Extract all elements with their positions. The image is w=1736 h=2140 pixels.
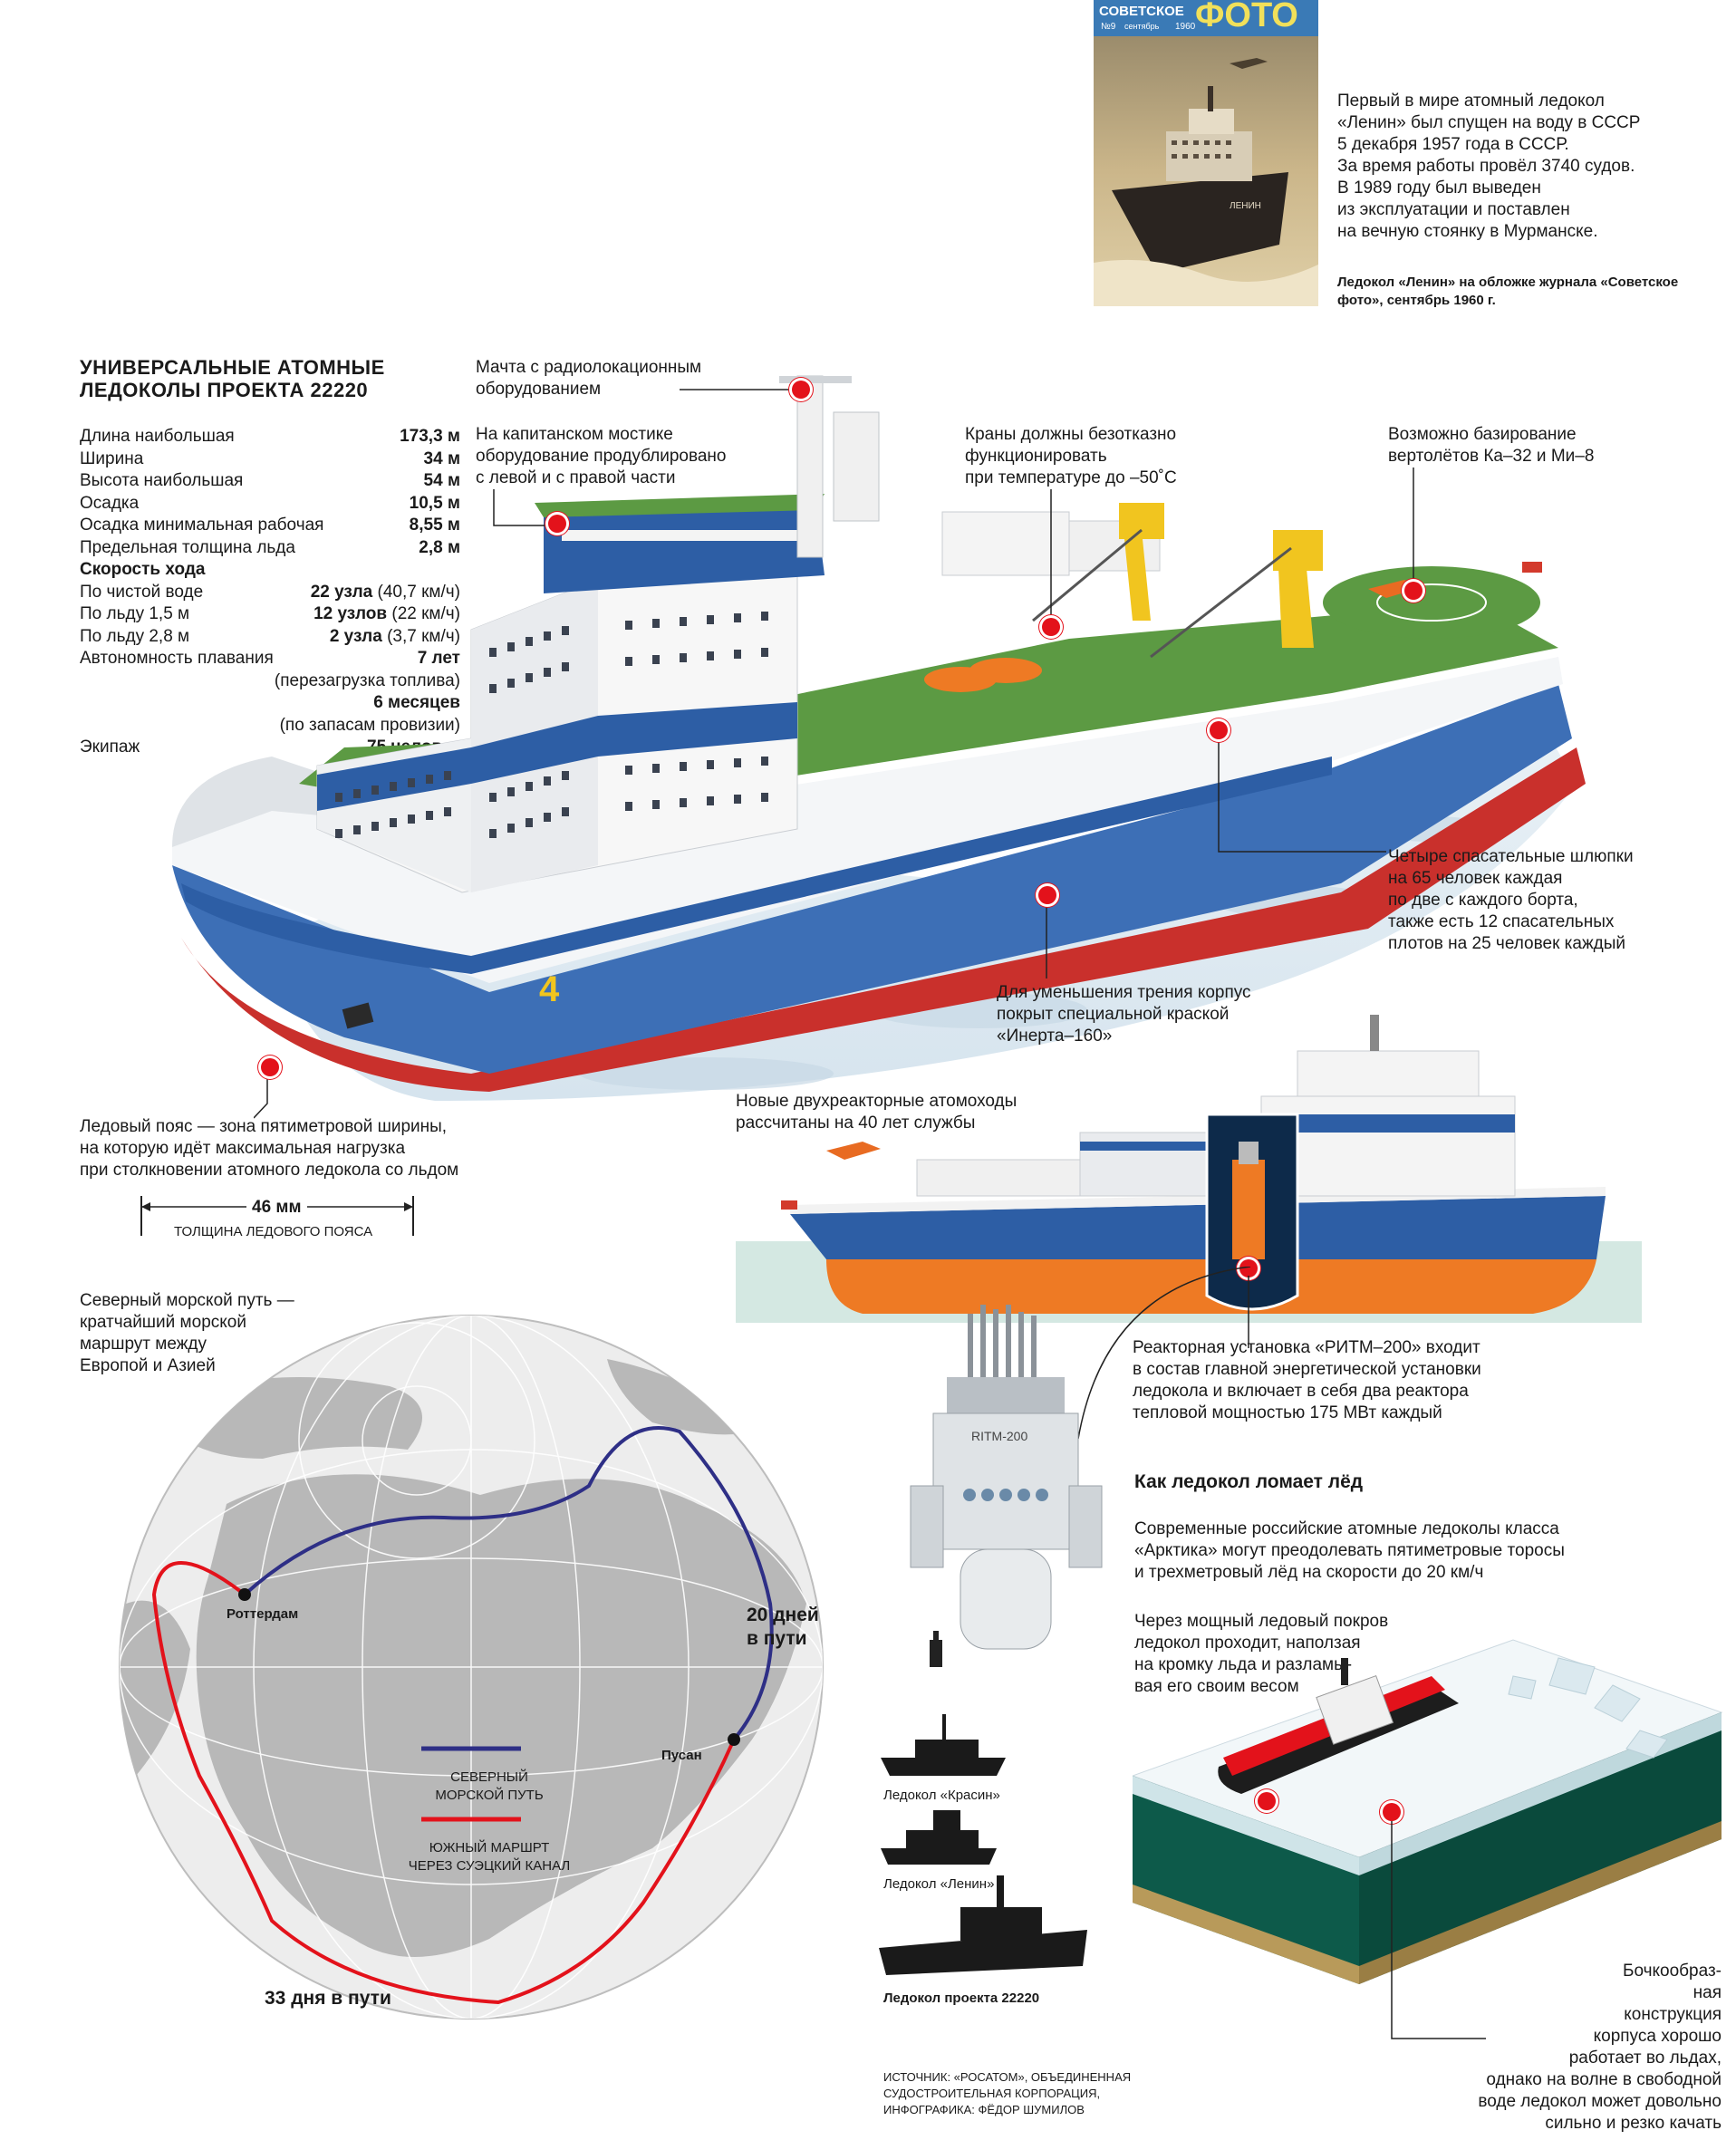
- label-krasin: Ледокол «Красин»: [883, 1788, 1000, 1803]
- ship-silhouettes: [879, 1714, 1087, 1975]
- side-flag-icon: [781, 1200, 797, 1210]
- cover-caption: Ледокол «Ленин» на обложке журнала «Сове…: [1337, 275, 1679, 308]
- main-title: УНИВЕРСАЛЬНЫЕ АТОМНЫЕ ЛЕДОКОЛЫ ПРОЕКТА 2…: [80, 356, 385, 401]
- cover-issue: №9: [1101, 22, 1116, 32]
- reactor-label: RITM-200: [971, 1429, 1027, 1443]
- legend-north: СЕВЕРНЫЙ МОРСКОЙ ПУТЬ: [435, 1769, 544, 1803]
- label-lenin: Ледокол «Ленин»: [883, 1876, 995, 1892]
- marker-helicopters: [1404, 582, 1423, 600]
- plane-icon: [1230, 58, 1268, 69]
- bridge: [544, 503, 825, 593]
- source: ИСТОЧНИК: «РОСАТОМ», ОБЪЕДИНЕННАЯ СУДОСТ…: [883, 2070, 1132, 2116]
- spec-autonomy-note1: (перезагрузка топлива): [274, 670, 460, 690]
- belt-caption: ТОЛЩИНА ЛЕДОВОГО ПОЯСА: [174, 1224, 373, 1239]
- arctic-land: [154, 1377, 422, 1459]
- marker-reactor: [1239, 1259, 1258, 1277]
- globe-map: [119, 1315, 824, 2020]
- crane-2: [1278, 548, 1314, 648]
- anchor-icon: [342, 1002, 374, 1029]
- crane-1: [1124, 530, 1151, 621]
- cover-ship-hull: [1112, 172, 1288, 274]
- ice-breaking-text1: Современные российские атомные ледоколы …: [1134, 1519, 1565, 1582]
- callout-mast: Мачта с радиолокационным оборудованием: [476, 358, 702, 399]
- marker-paint: [1038, 886, 1056, 904]
- cover-masthead: СОВЕТСКОЕ: [1099, 4, 1184, 19]
- callout-service-life: Новые двухреакторные атомоходы рассчитан…: [736, 1092, 1017, 1133]
- reactor-unit: RITM-200: [910, 1305, 1103, 1667]
- spec-autonomy-value2: 6 месяцев: [373, 693, 460, 712]
- label-busan: Пусан: [661, 1748, 702, 1763]
- map-intro: Северный морской путь — кратчайший морск…: [80, 1291, 294, 1375]
- callout-bridge: На капитанском мостике оборудование прод…: [476, 425, 727, 487]
- ice-breaking-text3: Бочкообраз- ная конструкция корпуса хоро…: [1478, 1962, 1722, 2133]
- hull-blue: [172, 684, 1572, 1074]
- intro-text: Первый в мире атомный ледокол «Ленин» бы…: [1337, 92, 1641, 241]
- callout-paint: Для уменьшения трения корпус покрыт спец…: [997, 983, 1251, 1046]
- ice-breaking-title: Как ледокол ломает лёд: [1134, 1471, 1364, 1492]
- south-days: 33 дня в пути: [265, 1988, 391, 2009]
- silhouette-krasin: [881, 1714, 1006, 1776]
- person-scale-icon: [930, 1631, 942, 1667]
- eurasia-land: [196, 1474, 806, 1957]
- label-rotterdam: Роттердам: [227, 1606, 299, 1622]
- belt-measure: 46 мм: [246, 1198, 307, 1218]
- silhouette-project: [879, 1875, 1087, 1975]
- marker-mast: [792, 381, 810, 399]
- marker-ice-belt: [261, 1058, 279, 1076]
- cover-photo: ЛЕНИН: [1094, 36, 1318, 306]
- magazine-cover: СОВЕТСКОЕ ФОТО №9 сентябрь 1960 ЛЕНИН: [1094, 0, 1318, 306]
- cover-title: ФОТО: [1195, 0, 1298, 34]
- marker-ice-breaking: [1258, 1792, 1276, 1810]
- marker-hull-shape: [1383, 1803, 1401, 1821]
- marker-bridge: [548, 515, 566, 533]
- cover-header: [1094, 0, 1318, 36]
- cover-month: сентябрь: [1124, 22, 1160, 31]
- spec-speed-header: Скорость хода: [80, 560, 206, 579]
- north-days: 20 дней в пути: [747, 1605, 819, 1649]
- label-project: Ледокол проекта 22220: [883, 1991, 1040, 2006]
- side-helicopter-icon: [826, 1142, 881, 1160]
- side-superstructure: [1260, 1095, 1516, 1197]
- marker-boats: [1210, 721, 1228, 739]
- flag-icon: [1522, 562, 1542, 573]
- svg-text:4: 4: [539, 969, 560, 1009]
- cover-ship-label: ЛЕНИН: [1230, 201, 1261, 211]
- side-hull-blue: [790, 1196, 1606, 1259]
- busan-marker: [728, 1733, 740, 1746]
- legend-south: ЮЖНЫЙ МАРШРТ ЧЕРЕЗ СУЭЦКИЙ КАНАЛ: [408, 1840, 571, 1874]
- ice-breaking-text2: Через мощный ледовый покров ледокол прох…: [1134, 1612, 1389, 1696]
- route-north: [243, 1426, 774, 1741]
- rotterdam-marker: [238, 1588, 251, 1601]
- spec-autonomy-note2: (по запасам провизии): [279, 715, 460, 735]
- callout-boats: Четыре спасательные шлюпки на 65 человек…: [1388, 847, 1634, 953]
- callout-ice-belt: Ледовый пояс — зона пятиметровой ширины,…: [80, 1117, 459, 1180]
- silhouette-lenin: [881, 1810, 997, 1865]
- hull-waterline: [181, 747, 1586, 1092]
- cover-year: 1960: [1175, 22, 1196, 32]
- mast: [796, 375, 824, 558]
- lifeboat-2: [969, 658, 1042, 683]
- ice-breaking-diagram: [1133, 1639, 1723, 1984]
- marker-cranes: [1042, 618, 1060, 636]
- callout-reactor: Реакторная установка «РИТМ–200» входит в…: [1133, 1338, 1481, 1422]
- helideck: [1323, 566, 1540, 639]
- callout-helicopters: Возможно базирование вертолётов Ка–32 и …: [1388, 425, 1595, 466]
- route-south: [151, 1561, 736, 2005]
- water-block-front: [1133, 1776, 1359, 1984]
- callout-cranes: Краны должны безотказно функционировать …: [965, 425, 1177, 487]
